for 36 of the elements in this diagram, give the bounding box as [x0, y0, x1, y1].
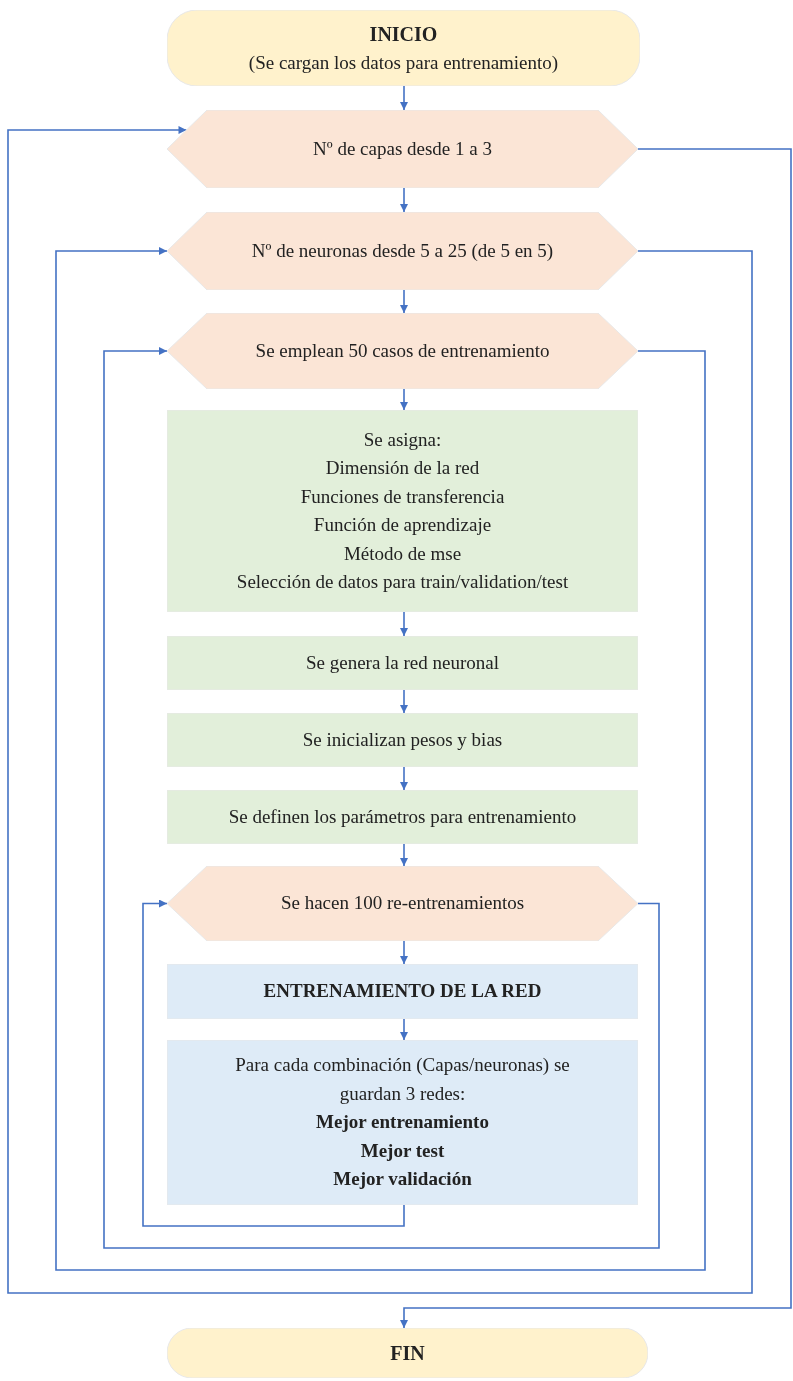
arrow — [142, 899, 405, 1227]
arrow — [400, 289, 408, 314]
arrow — [400, 85, 408, 111]
arrow — [400, 766, 408, 791]
node-text: Mejor entrenamiento — [316, 1110, 489, 1135]
arrow — [400, 843, 408, 867]
node-text: Se asigna: — [363, 427, 442, 452]
arrow — [400, 940, 408, 965]
node-text: Mejor test — [360, 1138, 445, 1163]
terminal-title: INICIO — [369, 21, 438, 47]
node-text: Se genera la red neuronal — [305, 650, 500, 675]
node-text: (Se cargan los datos para entrenamiento) — [248, 50, 559, 75]
node-text: Nº de capas desde 1 a 3 — [313, 136, 492, 161]
node-text: Nº de neuronas desde 5 a 25 (de 5 en 5) — [251, 238, 554, 263]
arrow — [400, 611, 408, 637]
arrow — [55, 247, 706, 1271]
node-text: Dimensión de la red — [325, 456, 480, 480]
arrow — [400, 148, 792, 1329]
arrow — [400, 388, 408, 411]
node-text: Se emplean 50 casos de entrenamiento — [255, 338, 550, 363]
terminal-title: FIN — [390, 1341, 425, 1366]
node-text: Se hacen 100 re-entrenamientos — [280, 891, 525, 916]
arrow — [400, 187, 408, 213]
node-text: Función de aprendizaje — [313, 513, 492, 537]
arrow — [400, 689, 408, 714]
node-text: Mejor validación — [333, 1167, 472, 1192]
node-text: Funciones de transferencia — [300, 484, 505, 509]
arrow — [103, 347, 660, 1249]
node-text: Se definen los parámetros para entrenamiento — [228, 804, 577, 829]
node-text: Para cada combinación (Capas/neuronas) se guardan 3 redes: — [234, 1053, 571, 1106]
node-text: Se inicializan pesos y bias — [302, 727, 503, 752]
node-text: ENTRENAMIENTO DE LA RED — [263, 979, 542, 1004]
arrow — [400, 1018, 408, 1041]
node-text: Método de mse — [343, 541, 462, 566]
arrow — [7, 126, 753, 1294]
node-text: Selección de datos para train/validation/test — [236, 570, 569, 594]
